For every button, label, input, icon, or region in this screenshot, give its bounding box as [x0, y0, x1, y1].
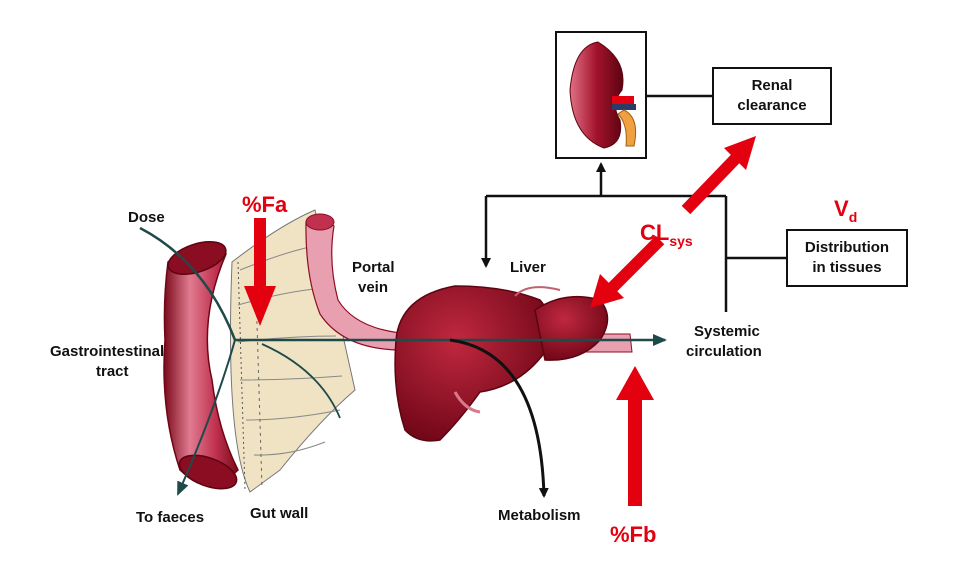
- renal-clearance-line2: clearance: [737, 97, 807, 114]
- distribution-box: Distribution in tissues: [786, 229, 908, 287]
- to-faeces-label: To faeces: [136, 509, 204, 526]
- portal-vein-opening: [305, 213, 335, 231]
- cl-subscript: sys: [669, 233, 693, 249]
- gi-tract-label-line1: Gastrointestinal: [50, 343, 164, 360]
- drug-flow-path: [139, 226, 667, 496]
- red-arrows: [244, 136, 756, 506]
- cl-to-renal-arrow: [681, 136, 756, 215]
- renal-clearance-line1: Renal: [751, 77, 793, 94]
- distribution-line1: Distribution: [804, 239, 890, 256]
- portal-vein-label-line1: Portal: [352, 259, 395, 276]
- distribution-line2: in tissues: [812, 259, 882, 276]
- portal-vein: [305, 217, 411, 351]
- fa-arrow: [244, 218, 276, 326]
- vd-subscript: d: [849, 209, 858, 225]
- dose-label: Dose: [128, 209, 165, 226]
- portal-vein-label-line2: vein: [358, 279, 388, 296]
- systemic-label-line1: Systemic: [694, 323, 760, 340]
- fb-label: %Fb: [610, 522, 656, 547]
- cl-main: CL: [640, 220, 669, 245]
- cl-to-liver-arrow: [590, 235, 665, 308]
- gut-wall-label: Gut wall: [250, 505, 308, 522]
- systemic-label-line2: circulation: [686, 343, 762, 360]
- vd-label: Vd: [834, 196, 857, 225]
- vd-main: V: [834, 196, 849, 221]
- kidney-icon: [569, 41, 637, 149]
- fa-label: %Fa: [242, 192, 288, 217]
- gut-wall: [230, 209, 356, 493]
- metabolism-arrow: [449, 338, 549, 498]
- renal-clearance-box: Renal clearance: [712, 67, 832, 125]
- liver-label: Liver: [510, 259, 546, 276]
- gi-tract-tube: [163, 241, 239, 490]
- gi-tract-label-line2: tract: [96, 363, 129, 380]
- cl-sys-label: CLsys: [640, 220, 693, 249]
- liver-organ: [394, 285, 609, 442]
- metabolism-label: Metabolism: [498, 507, 581, 524]
- connector-lines: [481, 94, 786, 312]
- fb-arrow: [616, 366, 654, 506]
